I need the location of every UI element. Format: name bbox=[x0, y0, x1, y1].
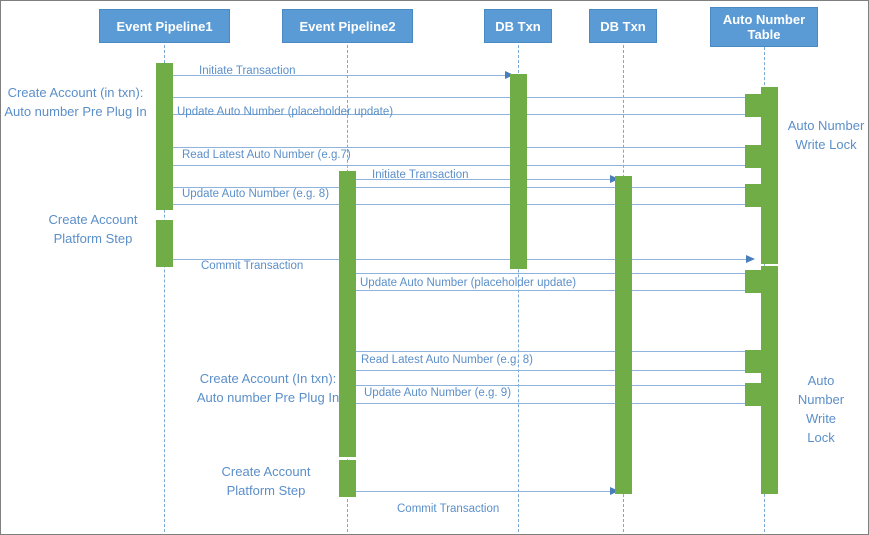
message-line-initiate-transaction-1 bbox=[164, 75, 511, 76]
arrow-head-right bbox=[610, 486, 619, 495]
note-auto-number-write-lock-1: Auto Number Write Lock bbox=[787, 118, 865, 152]
activation-bar-event-pipeline1-b bbox=[156, 220, 173, 267]
lifeline-header-db-txn-1[interactable]: DB Txn bbox=[484, 9, 552, 43]
note-create-account-pre-plug-in-2: Create Account (In txn): Auto number Pre… bbox=[196, 371, 340, 405]
lifeline-header-event-pipeline1[interactable]: Event Pipeline1 bbox=[99, 9, 230, 43]
note-create-account-platform-step-2: Create Account Platform Step bbox=[221, 464, 311, 498]
activation-bar-event-pipeline2-a bbox=[339, 171, 356, 457]
lifeline-header-event-pipeline2[interactable]: Event Pipeline2 bbox=[282, 9, 413, 43]
message-label-commit-transaction-1: Commit Transaction bbox=[201, 260, 304, 272]
message-label-read-latest-auto-number-8: Read Latest Auto Number (e.g. 8) bbox=[361, 354, 533, 366]
activation-bar-auto-number-nested-2 bbox=[745, 145, 762, 168]
message-label-read-latest-auto-number-7: Read Latest Auto Number (e.g.7) bbox=[182, 149, 351, 161]
message-line-read-latest-auto-number-7-tail bbox=[165, 147, 755, 148]
activation-bar-event-pipeline1-a bbox=[156, 63, 173, 210]
message-line-update-auto-number-9-tail bbox=[348, 385, 755, 386]
activation-bar-auto-number-nested-6 bbox=[745, 383, 762, 406]
message-label-update-auto-number-placeholder-1: Update Auto Number (placeholder update) bbox=[177, 106, 394, 118]
lifeline-line-event-pipeline1 bbox=[164, 45, 165, 532]
lifeline-header-label: Event Pipeline1 bbox=[116, 18, 213, 34]
message-label-update-auto-number-8: Update Auto Number (e.g. 8) bbox=[182, 188, 330, 200]
activation-bar-auto-number-nested-5 bbox=[745, 350, 762, 373]
note-create-account-platform-step-1: Create Account Platform Step bbox=[48, 212, 138, 246]
note-create-account-pre-plug-in-1: Create Account (in txn): Auto number Pre… bbox=[4, 85, 147, 119]
arrow-head-right bbox=[746, 254, 755, 263]
lifeline-header-auto-number-table[interactable]: Auto Number Table bbox=[710, 7, 818, 47]
arrow-head-right bbox=[610, 174, 619, 183]
activation-bar-auto-number-table-lock-1 bbox=[761, 87, 778, 264]
activation-bar-auto-number-nested-4 bbox=[745, 270, 762, 293]
message-label-initiate-transaction-2: Initiate Transaction bbox=[372, 169, 469, 181]
message-line-update-auto-number-placeholder-2 bbox=[348, 290, 755, 291]
activation-bar-auto-number-nested-3 bbox=[745, 184, 762, 207]
lifeline-header-db-txn-2[interactable]: DB Txn bbox=[589, 9, 657, 43]
message-label-commit-transaction-2: Commit Transaction bbox=[397, 503, 500, 515]
lifeline-header-label: Event Pipeline2 bbox=[299, 18, 396, 34]
message-label-initiate-transaction-1: Initiate Transaction bbox=[199, 65, 296, 77]
message-line-commit-transaction-1 bbox=[164, 259, 752, 260]
message-line-update-auto-number-placeholder-1-tail bbox=[165, 97, 755, 98]
lifeline-line-db-txn-1 bbox=[518, 45, 519, 532]
message-line-update-auto-number-8 bbox=[165, 204, 755, 205]
message-line-read-latest-auto-number-8 bbox=[348, 370, 755, 371]
activation-bar-event-pipeline2-b bbox=[339, 460, 356, 497]
activation-bar-auto-number-nested-1 bbox=[745, 94, 762, 117]
message-line-update-auto-number-9 bbox=[348, 403, 755, 404]
activation-bar-db-txn-2 bbox=[615, 176, 632, 494]
message-line-update-auto-number-placeholder-2-tail bbox=[348, 273, 755, 274]
message-line-update-auto-number-8-tail bbox=[165, 187, 755, 188]
message-line-initiate-transaction-2 bbox=[347, 179, 616, 180]
message-line-commit-transaction-2 bbox=[347, 491, 616, 492]
message-line-read-latest-auto-number-7 bbox=[165, 165, 755, 166]
message-label-update-auto-number-9: Update Auto Number (e.g. 9) bbox=[364, 387, 512, 399]
arrow-head-right bbox=[505, 70, 514, 79]
lifeline-header-label: DB Txn bbox=[600, 18, 646, 34]
message-line-update-auto-number-placeholder-1 bbox=[165, 114, 755, 115]
lifeline-header-label: Auto Number Table bbox=[722, 12, 806, 42]
activation-bar-db-txn-1 bbox=[510, 74, 527, 269]
activation-bar-auto-number-table-lock-2 bbox=[761, 266, 778, 494]
lifeline-header-label: DB Txn bbox=[495, 18, 541, 34]
note-auto-number-write-lock-2: Auto Number Write Lock bbox=[797, 373, 845, 445]
message-line-read-latest-auto-number-8-tail bbox=[348, 351, 755, 352]
message-label-update-auto-number-placeholder-2: Update Auto Number (placeholder update) bbox=[360, 277, 577, 289]
